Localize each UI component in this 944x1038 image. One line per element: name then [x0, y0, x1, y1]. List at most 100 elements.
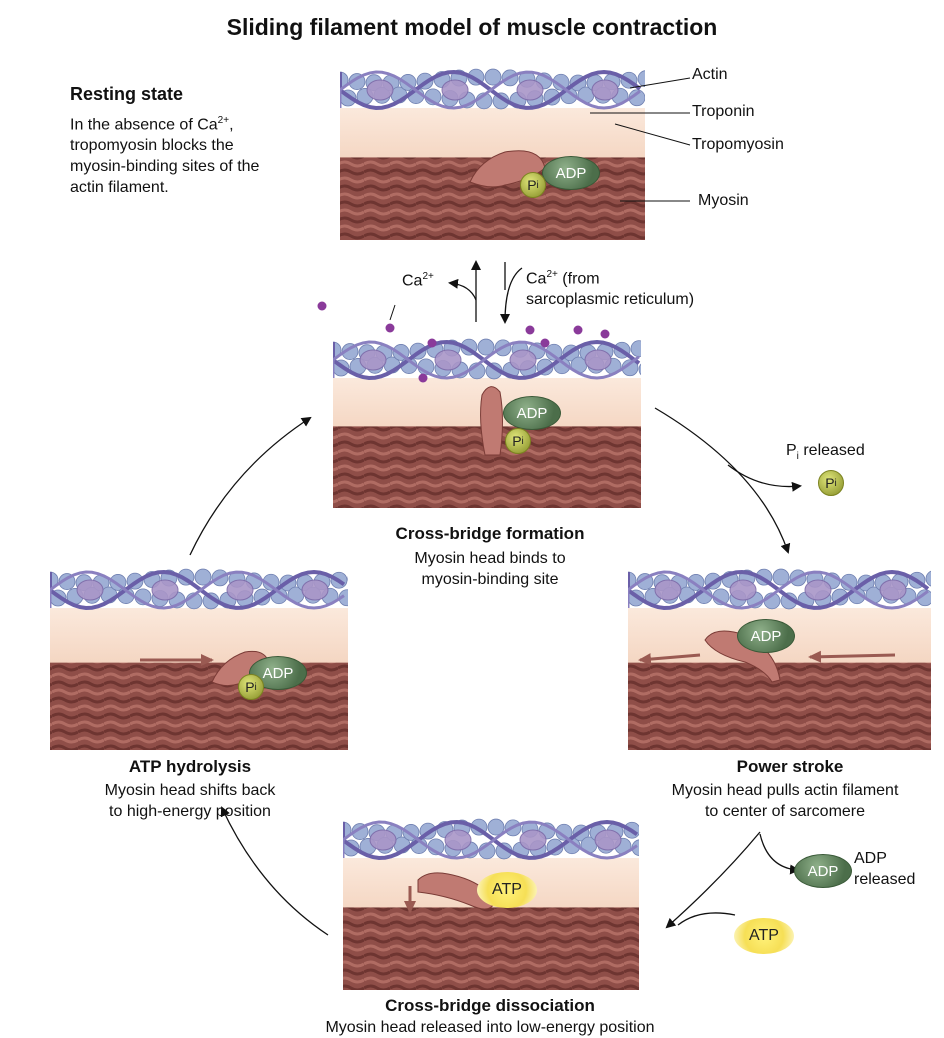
calcium-ion: [427, 338, 437, 348]
troponin-complex: [226, 579, 254, 601]
arrow-adp-release: [759, 833, 800, 875]
actin-bead: [772, 568, 790, 586]
troponin-complex: [584, 349, 612, 371]
stage-title-cross-bridge-formation: Cross-bridge formation: [395, 524, 585, 543]
label-calcium-in: Ca2+ (from sarcoplasmic reticulum): [526, 269, 695, 309]
actin-bead: [194, 568, 212, 586]
stage-desc-atp-hydrolysis: Myosin head shifts back to high-energy p…: [104, 782, 276, 820]
atp-molecule-dissociation: ATP: [477, 872, 537, 908]
label-tropomyosin: Tropomyosin: [692, 136, 784, 153]
troponin-complex: [729, 579, 757, 601]
troponin-complex: [441, 79, 469, 101]
troponin-complex: [519, 829, 547, 851]
arrow-atp-binding: [677, 912, 736, 926]
tropomyosin-strand: [340, 69, 642, 110]
adp-molecule-power-stroke: ADP: [737, 619, 795, 653]
troponin-complex: [434, 349, 462, 371]
calcium-ion: [573, 325, 583, 335]
cycle-arrows: [140, 260, 896, 936]
actin-bead: [649, 841, 665, 857]
arrow-dissociation-to-hydrolysis: [220, 806, 329, 936]
troponin-complex: [444, 829, 472, 851]
label-actin: Actin: [692, 66, 728, 83]
arrow-power-stroke-to-dissociation: [665, 831, 761, 929]
shift-arrow-power-right: [808, 650, 896, 663]
troponin-complex: [366, 79, 394, 101]
actin-bead: [925, 570, 931, 587]
actin-bead: [487, 818, 505, 836]
troponin-complex: [879, 579, 907, 601]
label-calcium-out: Ca2+: [402, 271, 434, 290]
panel-atp-hydrolysis: [50, 568, 372, 750]
tropomyosin-strand: [50, 569, 346, 610]
troponin-complex: [369, 829, 397, 851]
atp-molecule-binding: ATP: [734, 918, 794, 954]
tropomyosin-strand: [343, 819, 639, 860]
actin-bead: [484, 68, 502, 86]
calcium-ion: [317, 301, 327, 311]
actin-bead: [356, 591, 372, 607]
shift-arrow-power-left: [638, 653, 701, 666]
tropomyosin-strand: [50, 570, 345, 610]
diagram-title: Sliding filament model of muscle contrac…: [226, 14, 718, 40]
arrow-pi-release: [727, 464, 802, 492]
troponin-complex: [76, 579, 104, 601]
actin-bead: [641, 821, 657, 837]
calcium-ion: [600, 329, 610, 339]
stage-desc-power-stroke: Myosin head pulls actin filament to cent…: [671, 782, 899, 820]
actin-bead: [477, 338, 495, 356]
calcium-ions: [317, 301, 610, 383]
actin-bead: [637, 70, 645, 87]
adp-molecule-formation: ADP: [503, 396, 561, 430]
troponin-complex: [509, 349, 537, 371]
stage-desc-cross-bridge-dissociation: Myosin head released into low-energy pos…: [325, 1019, 655, 1036]
tropomyosin-strand: [333, 340, 640, 380]
calcium-ion: [385, 323, 395, 333]
adp-molecule-resting: ADP: [542, 156, 600, 190]
tropomyosin-strand: [628, 569, 930, 610]
arrow-hydrolysis-to-formation: [189, 416, 312, 556]
calcium-ion: [525, 325, 535, 335]
actin-bead: [638, 363, 641, 376]
adp-molecule-released: ADP: [794, 854, 852, 888]
troponin-complex: [591, 79, 619, 101]
panel-power-stroke: [628, 568, 944, 750]
label-adp-released: ADP released: [854, 850, 916, 888]
troponin-complex: [151, 579, 179, 601]
label-myosin: Myosin: [698, 192, 749, 209]
label-leader-lines: [389, 77, 691, 321]
tropomyosin-strand: [628, 570, 929, 610]
actin-bead: [646, 91, 662, 107]
myosin-head: [480, 386, 503, 456]
arrow-formation-to-power-stroke: [654, 407, 791, 554]
actin-bead: [630, 340, 641, 358]
label-troponin: Troponin: [692, 103, 755, 120]
calcium-ion: [540, 338, 550, 348]
troponin-complex: [359, 349, 387, 371]
tropomyosin-strand: [340, 70, 641, 110]
troponin-complex: [594, 829, 622, 851]
arrow-calcium-out: [448, 278, 477, 301]
calcium-ion: [418, 373, 428, 383]
stage-title-cross-bridge-dissociation: Cross-bridge dissociation: [385, 996, 595, 1015]
troponin-complex: [301, 579, 329, 601]
troponin-complex: [654, 579, 682, 601]
resting-state-description: In the absence of Ca2+, tropomyosin bloc…: [70, 115, 260, 197]
stage-desc-cross-bridge-formation: Myosin head binds to myosin-binding site: [414, 550, 566, 588]
troponin-complex: [516, 79, 544, 101]
arrow-calcium-in: [500, 267, 523, 324]
panel-resting-state: [340, 68, 662, 240]
actin-bead: [934, 591, 944, 607]
tropomyosin-strand: [343, 820, 638, 860]
troponin-complex: [804, 579, 832, 601]
myosin-filament: [343, 907, 639, 990]
stage-title-power-stroke: Power stroke: [736, 757, 844, 776]
actin-bead: [656, 363, 672, 379]
actin-bead: [648, 339, 664, 355]
stage-title-atp-hydrolysis: ATP hydrolysis: [128, 757, 252, 776]
